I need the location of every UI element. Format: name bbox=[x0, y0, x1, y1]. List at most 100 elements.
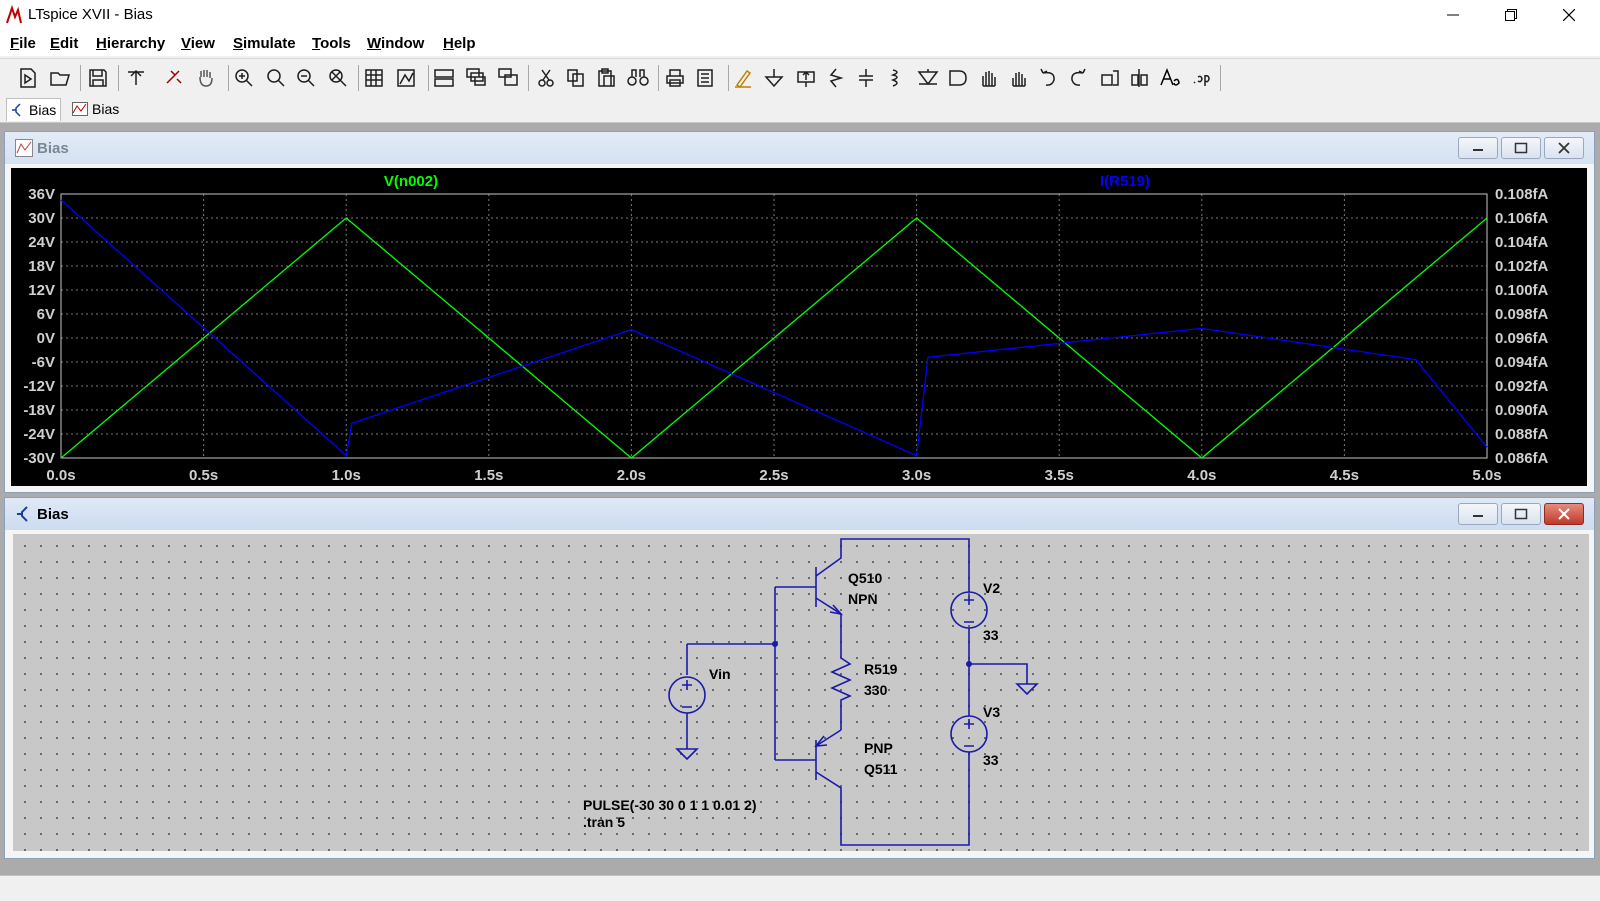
toolbar-separator bbox=[728, 65, 729, 91]
waveform-close-button[interactable] bbox=[1544, 137, 1584, 159]
tab-label: Bias bbox=[29, 102, 57, 118]
halt-button[interactable] bbox=[193, 65, 219, 91]
schematic-canvas[interactable]: Q510 NPN R519 330 PNP Q511 Vin V2 33 V3 … bbox=[13, 534, 1589, 851]
toolbar-separator bbox=[358, 65, 359, 91]
label-net-button[interactable] bbox=[793, 65, 819, 91]
right-tick-label: 0.106fA bbox=[1495, 210, 1549, 227]
paste-button[interactable] bbox=[593, 65, 619, 91]
right-tick-label: 0.092fA bbox=[1495, 378, 1549, 395]
paste-icon bbox=[598, 68, 615, 87]
zoom-out-button[interactable] bbox=[293, 65, 319, 91]
tran-directive[interactable]: .tran 5 bbox=[583, 814, 625, 830]
cascade-button[interactable] bbox=[463, 65, 489, 91]
left-tick-label: -24V bbox=[23, 426, 55, 443]
x-tick-label: 4.0s bbox=[1187, 467, 1216, 484]
q511-transistor[interactable] bbox=[814, 729, 970, 846]
vin-source[interactable] bbox=[668, 643, 775, 761]
zoom-pan-button[interactable] bbox=[263, 65, 289, 91]
copy-icon bbox=[567, 69, 584, 87]
schematic-close-button[interactable] bbox=[1544, 503, 1584, 525]
inductor-button[interactable] bbox=[883, 65, 909, 91]
v3-source[interactable] bbox=[950, 715, 988, 753]
left-tick-label: -18V bbox=[23, 402, 55, 419]
ground-symbol[interactable] bbox=[969, 663, 1039, 696]
q510-type-label: NPN bbox=[848, 591, 878, 607]
menu-help[interactable]: Help bbox=[443, 35, 476, 52]
base-wires bbox=[774, 586, 816, 761]
undo-button[interactable] bbox=[1035, 65, 1061, 91]
find-button[interactable] bbox=[625, 65, 651, 91]
r519-resistor[interactable] bbox=[830, 657, 852, 730]
copy-button[interactable] bbox=[563, 65, 589, 91]
restore-button[interactable] bbox=[1482, 0, 1540, 30]
diode-icon bbox=[917, 69, 939, 86]
print-button[interactable] bbox=[663, 65, 689, 91]
series-legend-label[interactable]: V(n002) bbox=[384, 173, 438, 190]
x-tick-label: 1.5s bbox=[474, 467, 503, 484]
zoom-fit-button[interactable] bbox=[325, 65, 351, 91]
resistor-icon bbox=[829, 68, 844, 88]
right-tick-label: 0.088fA bbox=[1495, 426, 1549, 443]
q510-transistor[interactable] bbox=[815, 538, 970, 658]
draw-wire-button[interactable] bbox=[731, 65, 757, 91]
mirror-button[interactable] bbox=[1127, 65, 1153, 91]
pulse-source-directive[interactable]: PULSE(-30 30 0 1 1 0.01 2) bbox=[583, 797, 757, 813]
menu-edit[interactable]: Edit bbox=[50, 35, 79, 52]
open-button[interactable] bbox=[47, 65, 73, 91]
waveform-window-titlebar[interactable]: Bias bbox=[5, 132, 1594, 164]
move-button[interactable] bbox=[975, 65, 1001, 91]
save-button[interactable] bbox=[85, 65, 111, 91]
minimize-button[interactable] bbox=[1424, 0, 1482, 30]
tab-schematic-bias[interactable]: Bias bbox=[6, 98, 62, 121]
menu-hierarchy[interactable]: Hierarchy bbox=[96, 35, 166, 52]
toolbar-separator bbox=[228, 65, 229, 91]
waveform-maximize-button[interactable] bbox=[1501, 137, 1541, 159]
run-button[interactable] bbox=[161, 65, 187, 91]
menu-window[interactable]: Window bbox=[367, 35, 425, 52]
v2-source[interactable] bbox=[950, 591, 988, 716]
redo-button[interactable] bbox=[1065, 65, 1091, 91]
capacitor-button[interactable] bbox=[853, 65, 879, 91]
diode-button[interactable] bbox=[915, 65, 941, 91]
tile-horizontal-button[interactable] bbox=[431, 65, 457, 91]
capacitor-icon bbox=[859, 69, 873, 87]
v3-name-label: V3 bbox=[983, 704, 1000, 720]
series-legend-label[interactable]: I(R519) bbox=[1100, 173, 1150, 190]
schematic-minimize-button[interactable] bbox=[1458, 503, 1498, 525]
close-button[interactable] bbox=[1540, 0, 1598, 30]
series-line-i-r519 bbox=[60, 199, 1488, 457]
menu-file[interactable]: File bbox=[10, 35, 36, 52]
schematic-window-titlebar[interactable]: Bias bbox=[5, 498, 1594, 530]
cut-button[interactable] bbox=[533, 65, 559, 91]
tile-vertical-button[interactable] bbox=[495, 65, 521, 91]
control-panel-button[interactable] bbox=[123, 65, 149, 91]
drag-button[interactable] bbox=[1005, 65, 1031, 91]
autorange-button[interactable] bbox=[361, 65, 387, 91]
schematic-drawing[interactable]: Q510 NPN R519 330 PNP Q511 Vin V2 33 V3 … bbox=[13, 534, 1589, 851]
tile-vertical-icon bbox=[498, 68, 518, 86]
schematic-maximize-button[interactable] bbox=[1501, 503, 1541, 525]
spice-directive-button[interactable] bbox=[1189, 65, 1215, 91]
zoom-in-button[interactable] bbox=[231, 65, 257, 91]
component-button[interactable] bbox=[945, 65, 971, 91]
x-tick-label: 2.0s bbox=[617, 467, 646, 484]
x-tick-label: 2.5s bbox=[759, 467, 788, 484]
left-tick-label: -12V bbox=[23, 378, 55, 395]
menu-view[interactable]: View bbox=[181, 35, 215, 52]
ground-button[interactable] bbox=[761, 65, 787, 91]
waveform-minimize-button[interactable] bbox=[1458, 137, 1498, 159]
menu-simulate[interactable]: Simulate bbox=[233, 35, 296, 52]
toolbar-separator bbox=[118, 65, 119, 91]
grid-button[interactable] bbox=[393, 65, 419, 91]
menu-tools[interactable]: Tools bbox=[312, 35, 351, 52]
print-preview-button[interactable] bbox=[693, 65, 719, 91]
rotate-button[interactable] bbox=[1097, 65, 1123, 91]
new-schematic-button[interactable] bbox=[15, 65, 41, 91]
resistor-button[interactable] bbox=[823, 65, 849, 91]
tab-waveform-bias[interactable]: Bias bbox=[68, 98, 123, 120]
text-button[interactable] bbox=[1157, 65, 1183, 91]
left-tick-label: 12V bbox=[28, 282, 55, 299]
